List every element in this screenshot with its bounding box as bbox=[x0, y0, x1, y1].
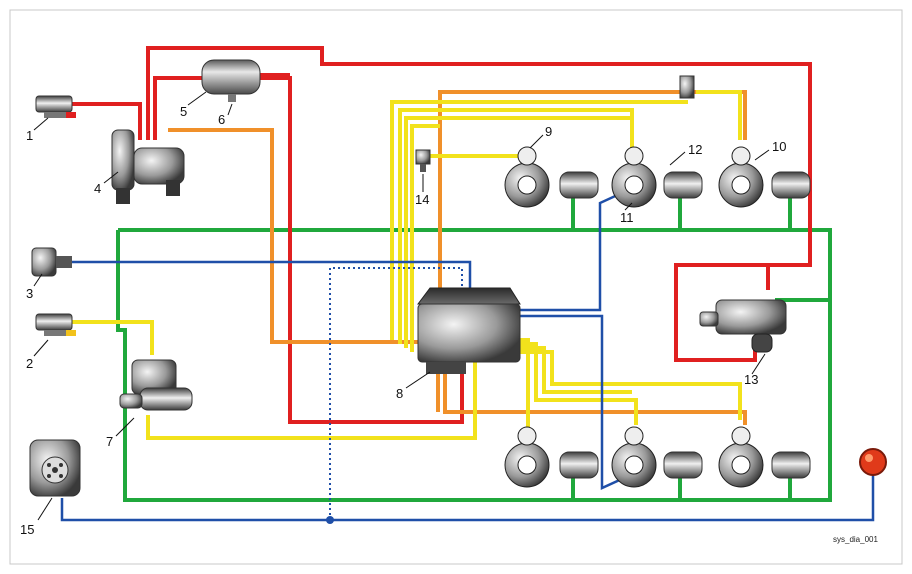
label-3: 3 bbox=[26, 286, 33, 301]
valve-4 bbox=[111, 129, 185, 204]
modulator-8 bbox=[417, 287, 521, 374]
blue-dotted-line bbox=[329, 267, 463, 520]
label-9: 9 bbox=[545, 124, 552, 139]
relay-valve-7 bbox=[119, 359, 193, 411]
wheel-brake-11 bbox=[611, 146, 703, 208]
label-2: 2 bbox=[26, 356, 33, 371]
label-11: 11 bbox=[620, 210, 634, 225]
socket-15 bbox=[29, 439, 81, 497]
warning-lamp bbox=[859, 448, 887, 476]
diagram-reference: sys_dia_001 bbox=[833, 535, 878, 544]
label-5: 5 bbox=[180, 104, 187, 119]
leader-lines bbox=[33, 91, 770, 521]
connector-3 bbox=[31, 247, 72, 277]
label-8: 8 bbox=[396, 386, 403, 401]
air-reservoir-5 bbox=[201, 59, 261, 102]
label-14: 14 bbox=[415, 192, 429, 207]
wheel-brake-10 bbox=[718, 146, 811, 208]
valve-13 bbox=[699, 299, 787, 353]
wheel-brake-bottom-middle bbox=[611, 426, 703, 488]
label-10: 10 bbox=[772, 139, 786, 154]
label-13: 13 bbox=[744, 372, 758, 387]
test-fitting-top bbox=[679, 75, 695, 99]
labels: 1 2 3 4 5 6 7 8 9 10 11 12 13 14 15 sys_… bbox=[20, 104, 878, 544]
coupling-head-2 bbox=[35, 313, 76, 336]
coupling-head-1 bbox=[35, 95, 76, 118]
label-12: 12 bbox=[688, 142, 702, 157]
junction-dot bbox=[326, 516, 334, 524]
label-1: 1 bbox=[26, 128, 33, 143]
wheel-brake-bottom-right bbox=[718, 426, 811, 488]
wheel-brake-9 bbox=[504, 146, 599, 208]
label-7: 7 bbox=[106, 434, 113, 449]
label-6: 6 bbox=[218, 112, 225, 127]
label-15: 15 bbox=[20, 522, 34, 537]
label-4: 4 bbox=[94, 181, 101, 196]
test-fitting-14 bbox=[415, 149, 431, 172]
wheel-brake-bottom-left bbox=[504, 426, 599, 488]
yellow-lines bbox=[72, 90, 742, 440]
